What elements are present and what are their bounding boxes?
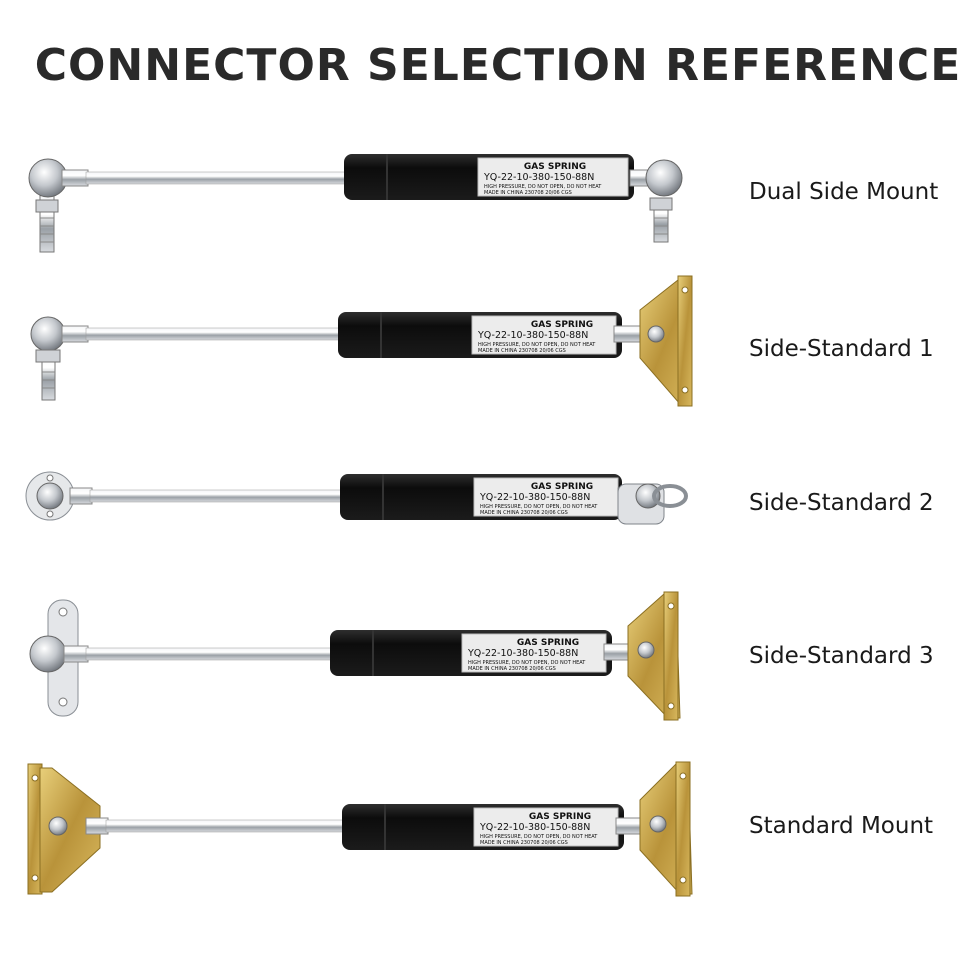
triangle-bracket-right	[603, 591, 681, 721]
label-line2: YQ-22-10-380-150-88N	[483, 172, 594, 183]
label-line2: YQ-22-10-380-150-88N	[479, 822, 590, 833]
label-line2: YQ-22-10-380-150-88N	[477, 330, 588, 341]
row-label: Side-Standard 3	[749, 643, 934, 669]
page-title: CONNECTOR SELECTION REFERENCE	[34, 40, 960, 91]
row-standard-mount: GAS SPRING YQ-22-10-380-150-88N HIGH PRE…	[0, 758, 960, 908]
row-dual-side-mount: GAS SPRING YQ-22-10-380-150-88N HIGH PRE…	[0, 110, 960, 260]
label-line1: GAS SPRING	[531, 320, 593, 330]
ball-stud-left	[28, 158, 89, 253]
row-side-standard-2: GAS SPRING YQ-22-10-380-150-88N HIGH PRE…	[0, 430, 960, 580]
ball-stud-left	[30, 316, 89, 401]
triangle-bracket-left	[27, 763, 109, 895]
row-side-standard-3: GAS SPRING YQ-22-10-380-150-88N HIGH PRE…	[0, 590, 960, 740]
label-line2: YQ-22-10-380-150-88N	[479, 492, 590, 503]
plate-bracket-left	[29, 599, 89, 717]
row-label: Side-Standard 1	[749, 336, 934, 362]
label-line1: GAS SPRING	[529, 812, 591, 822]
label-line3: HIGH PRESSURE, DO NOT OPEN, DO NOT HEAT	[480, 504, 598, 510]
gas-spring-image: GAS SPRING YQ-22-10-380-150-88N HIGH PRE…	[29, 591, 681, 721]
gas-spring-image: GAS SPRING YQ-22-10-380-150-88N HIGH PRE…	[28, 154, 683, 253]
label-line4: MADE IN CHINA 230708 20/06 CGS	[480, 510, 568, 516]
label-line4: MADE IN CHINA 230708 20/06 CGS	[478, 348, 566, 354]
gas-spring-image: GAS SPRING YQ-22-10-380-150-88N HIGH PRE…	[25, 471, 688, 525]
label-line3: HIGH PRESSURE, DO NOT OPEN, DO NOT HEAT	[484, 184, 602, 190]
triangle-bracket-right	[613, 275, 693, 407]
gas-spring-image: GAS SPRING YQ-22-10-380-150-88N HIGH PRE…	[30, 275, 693, 407]
triangle-bracket-right	[615, 761, 693, 897]
label-line1: GAS SPRING	[531, 482, 593, 492]
label-line1: GAS SPRING	[524, 162, 586, 172]
label-line3: HIGH PRESSURE, DO NOT OPEN, DO NOT HEAT	[480, 834, 598, 840]
row-label: Standard Mount	[749, 813, 934, 839]
label-line3: HIGH PRESSURE, DO NOT OPEN, DO NOT HEAT	[478, 342, 596, 348]
label-line4: MADE IN CHINA 230708 20/06 CGS	[480, 840, 568, 846]
label-line1: GAS SPRING	[517, 638, 579, 648]
row-label: Dual Side Mount	[749, 179, 939, 205]
clip-eye-right	[617, 483, 688, 525]
row-side-standard-1: GAS SPRING YQ-22-10-380-150-88N HIGH PRE…	[0, 270, 960, 420]
label-line3: HIGH PRESSURE, DO NOT OPEN, DO NOT HEAT	[468, 660, 586, 666]
label-line4: MADE IN CHINA 230708 20/06 CGS	[468, 666, 556, 672]
gas-spring-image: GAS SPRING YQ-22-10-380-150-88N HIGH PRE…	[27, 761, 693, 897]
row-label: Side-Standard 2	[749, 490, 934, 516]
label-line2: YQ-22-10-380-150-88N	[467, 648, 578, 659]
round-plate-left	[25, 471, 93, 521]
ball-stud-right	[629, 159, 683, 243]
label-line4: MADE IN CHINA 230708 20/06 CGS	[484, 190, 572, 196]
